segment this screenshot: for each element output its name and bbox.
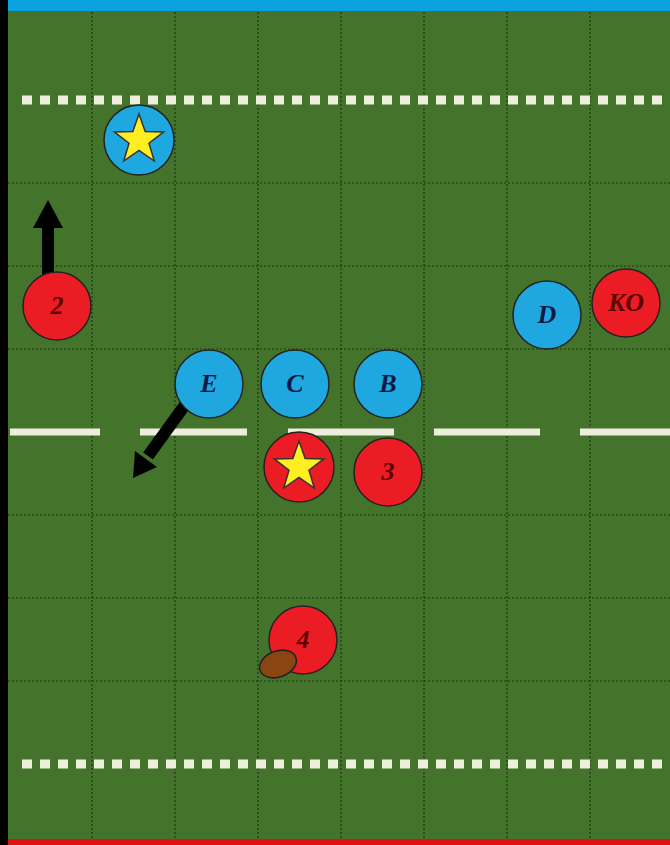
player-marker: 4 [268,605,338,675]
grid [8,12,670,838]
grid-line [8,514,670,515]
marker-text: 2 [51,293,64,319]
circle-outline [354,438,422,506]
dash [434,429,540,436]
star-player [264,432,334,502]
grid-line [8,597,670,598]
player-label: KO [608,290,644,316]
arrow-head [33,200,63,228]
grid-line [257,12,258,838]
star-player [104,105,174,175]
marker-text: D [538,302,557,328]
marker-text: KO [608,290,644,316]
dashed-line [10,429,670,436]
player-marker: C [260,349,330,419]
player-label: 2 [51,293,64,319]
circle-outline [269,606,337,674]
player-label: 3 [382,459,395,485]
marker-text: C [286,371,303,397]
player-label: C [286,371,303,397]
grid-line [8,680,670,681]
dash [10,429,100,436]
grid-line [423,12,424,838]
marker-text: 4 [297,627,310,653]
grid-line [340,12,341,838]
arrow-head [133,451,157,478]
grid-line [8,182,670,183]
marker-text: E [200,371,217,397]
side-bar [0,0,8,845]
player-marker: 2 [22,271,92,341]
circle-outline [175,350,243,418]
circle-outline [261,350,329,418]
dotted-line [22,96,670,105]
star [274,441,323,488]
top-bar [0,0,670,11]
run-arrow [133,398,190,478]
player-label: 4 [297,627,310,653]
circle-outline [513,281,581,349]
grid-line [8,265,670,266]
player-marker: KO [591,268,661,338]
grid-line [589,12,590,838]
dotted-line [22,760,670,769]
grid-line [91,12,92,838]
player-label: B [379,371,396,397]
marker-text: 3 [382,459,395,485]
player-circle [264,432,334,502]
circle-outline [23,272,91,340]
star [114,114,163,161]
circle-outline [592,269,660,337]
circle-outline [354,350,422,418]
grid-line [506,12,507,838]
bottom-bar [0,839,670,845]
player-marker: D [512,280,582,350]
player-label: E [200,371,217,397]
dash [580,429,670,436]
marker-text: B [379,371,396,397]
dash [140,429,247,436]
player-circle [104,105,174,175]
player-marker: 3 [353,437,423,507]
player-label: D [538,302,557,328]
grid-line [8,348,670,349]
player-marker: B [353,349,423,419]
player-marker: E [174,349,244,419]
